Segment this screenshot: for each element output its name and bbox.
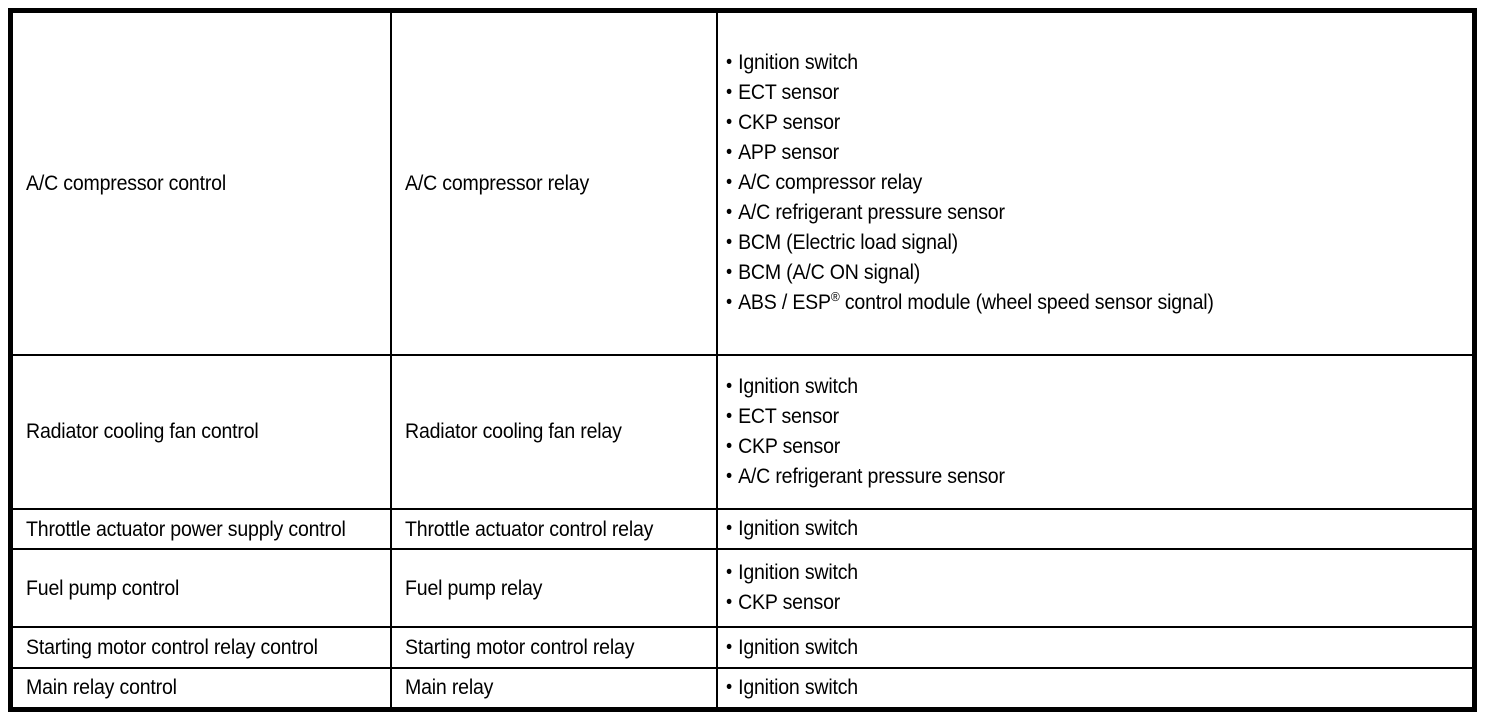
cell-device: Main relay xyxy=(390,666,718,707)
cell-device: Fuel pump relay xyxy=(390,548,718,629)
signal-list-item: A/C refrigerant pressure sensor xyxy=(726,462,1412,492)
table-row: Starting motor control relay control Star… xyxy=(13,626,1472,669)
device-label: A/C compressor relay xyxy=(405,171,590,195)
cell-function: Fuel pump control xyxy=(13,548,392,629)
signal-list-item: Ignition switch xyxy=(726,514,1412,544)
table-body: A/C compressor control A/C compressor rel… xyxy=(13,13,1472,707)
signal-list: Ignition switch xyxy=(718,514,1472,544)
signal-list-item: Ignition switch xyxy=(726,558,1412,588)
specification-table: A/C compressor control A/C compressor rel… xyxy=(8,8,1477,712)
signal-list-item: ECT sensor xyxy=(726,402,1412,432)
signal-list-item: CKP sensor xyxy=(726,108,1412,138)
signal-text: A/C refrigerant pressure sensor xyxy=(738,464,1005,488)
signal-list-item: Ignition switch xyxy=(726,633,1412,663)
function-label: Fuel pump control xyxy=(26,576,180,600)
signal-list-item: Ignition switch xyxy=(726,48,1412,78)
relay-control-table: A/C compressor control A/C compressor rel… xyxy=(13,13,1472,707)
cell-function: Starting motor control relay control xyxy=(13,626,392,669)
device-label: Fuel pump relay xyxy=(405,576,543,600)
table-row: Throttle actuator power supply control Th… xyxy=(13,507,1472,551)
function-label: A/C compressor control xyxy=(26,171,226,195)
signal-list-item: CKP sensor xyxy=(726,588,1412,618)
signal-list: Ignition switchCKP sensor xyxy=(718,558,1472,618)
signal-list: Ignition switchECT sensorCKP sensorAPP s… xyxy=(718,48,1472,318)
signal-text: ECT sensor xyxy=(738,81,839,105)
signal-text: BCM (Electric load signal) xyxy=(738,231,958,255)
signal-list: Ignition switch xyxy=(718,633,1472,663)
signal-list-item: A/C refrigerant pressure sensor xyxy=(726,198,1412,228)
signal-list-item: BCM (Electric load signal) xyxy=(726,228,1412,258)
cell-signals: Ignition switch xyxy=(716,626,1472,669)
signal-list-item: Ignition switch xyxy=(726,372,1412,402)
cell-signals: Ignition switchECT sensorCKP sensorA/C r… xyxy=(716,353,1472,510)
cell-device: Radiator cooling fan relay xyxy=(390,353,718,510)
function-label: Throttle actuator power supply control xyxy=(26,517,346,541)
cell-function: Throttle actuator power supply control xyxy=(13,507,392,551)
signal-text: BCM (A/C ON signal) xyxy=(738,261,921,285)
table-row: A/C compressor control A/C compressor rel… xyxy=(13,13,1472,356)
signal-list-item: APP sensor xyxy=(726,138,1412,168)
cell-function: Radiator cooling fan control xyxy=(13,353,392,510)
signal-text-post: control module (wheel speed sensor signa… xyxy=(839,291,1214,315)
device-label: Radiator cooling fan relay xyxy=(405,420,622,444)
device-label: Starting motor control relay xyxy=(405,636,635,660)
signal-text: APP sensor xyxy=(738,141,840,165)
device-label: Main relay xyxy=(405,676,494,700)
signal-text: CKP sensor xyxy=(738,591,841,615)
signal-text: A/C compressor relay xyxy=(738,171,923,195)
cell-signals: Ignition switch xyxy=(716,507,1472,551)
cell-device: Throttle actuator control relay xyxy=(390,507,718,551)
signal-text: Ignition switch xyxy=(738,635,858,659)
cell-device: Starting motor control relay xyxy=(390,626,718,669)
signal-list-item: BCM (A/C ON signal) xyxy=(726,258,1412,288)
signal-list-item: ABS / ESP® control module (wheel speed s… xyxy=(726,288,1412,318)
signal-text: A/C refrigerant pressure sensor xyxy=(738,201,1005,225)
signal-list-item: ECT sensor xyxy=(726,78,1412,108)
device-label: Throttle actuator control relay xyxy=(405,517,654,541)
table-row: Main relay control Main relay Ignition swi… xyxy=(13,666,1472,707)
signal-text: ECT sensor xyxy=(738,404,839,428)
signal-text: Ignition switch xyxy=(738,675,858,699)
signal-list-item: Ignition switch xyxy=(726,673,1412,703)
cell-signals: Ignition switch xyxy=(716,666,1472,707)
signal-list-item: CKP sensor xyxy=(726,432,1412,462)
signal-list: Ignition switchECT sensorCKP sensorA/C r… xyxy=(718,372,1472,492)
function-label: Starting motor control relay control xyxy=(26,636,318,660)
signal-text: Ignition switch xyxy=(738,517,858,541)
cell-device: A/C compressor relay xyxy=(390,13,718,356)
cell-function: A/C compressor control xyxy=(13,13,392,356)
cell-signals: Ignition switchCKP sensor xyxy=(716,548,1472,629)
function-label: Radiator cooling fan control xyxy=(26,420,259,444)
signal-text: CKP sensor xyxy=(738,434,841,458)
signal-text: CKP sensor xyxy=(738,111,841,135)
table-row: Fuel pump control Fuel pump relay Ignition… xyxy=(13,548,1472,629)
table-row: Radiator cooling fan control Radiator coo… xyxy=(13,353,1472,510)
registered-trademark-icon: ® xyxy=(830,289,840,305)
function-label: Main relay control xyxy=(26,676,177,700)
signal-text: Ignition switch xyxy=(738,561,858,585)
signal-list: Ignition switch xyxy=(718,673,1472,703)
signal-text-pre: ABS / ESP xyxy=(738,291,831,315)
cell-function: Main relay control xyxy=(13,666,392,707)
signal-list-item: A/C compressor relay xyxy=(726,168,1412,198)
cell-signals: Ignition switchECT sensorCKP sensorAPP s… xyxy=(716,13,1472,356)
signal-text: Ignition switch xyxy=(738,51,858,75)
signal-text: Ignition switch xyxy=(738,374,858,398)
